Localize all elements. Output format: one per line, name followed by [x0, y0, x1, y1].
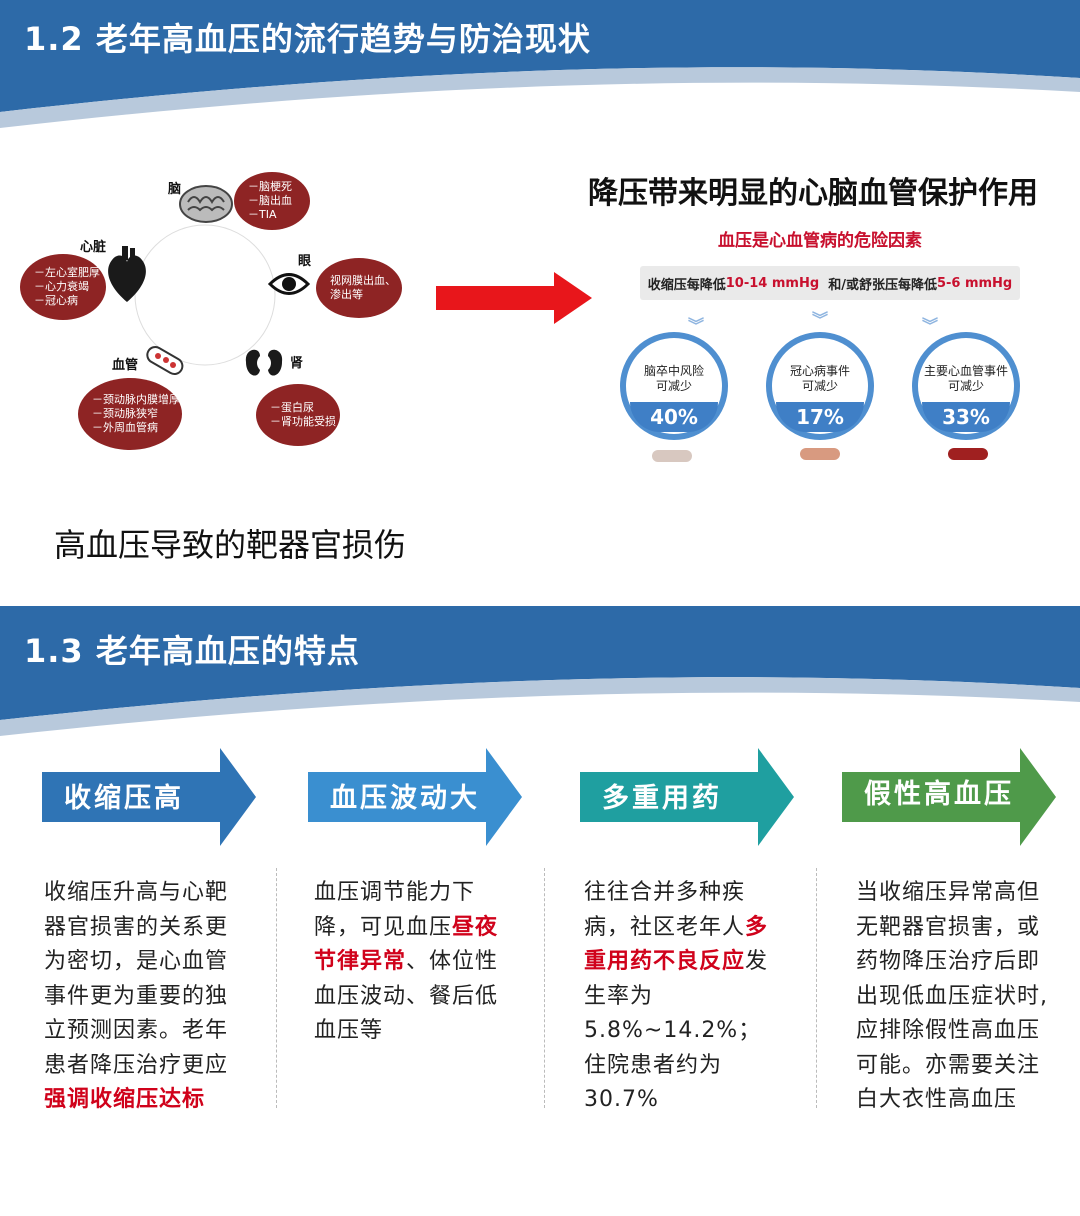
brain-thumbnail-icon	[652, 450, 692, 462]
column-divider	[544, 868, 545, 1108]
panel-subtitle: 血压是心血管病的危险因素	[718, 231, 922, 251]
risk-ring-stroke: 脑卒中风险可减少 40%	[620, 332, 728, 440]
feature-arrow-polypharmacy: 多重用药	[580, 748, 794, 846]
chevron-down-icon: ︾	[812, 310, 829, 329]
chevron-down-icon: ︾	[688, 316, 705, 335]
risk-ring-chd: 冠心病事件可减少 17%	[766, 332, 874, 440]
bubble-brain: －脑梗死 －脑出血 －TIA	[234, 172, 310, 230]
risk-pct: 17%	[776, 402, 864, 432]
feature-arrow-pseudo: 假性高血压	[842, 748, 1056, 846]
section-title-1-3: 1.3 老年高血压的特点	[24, 632, 360, 670]
kidney-icon	[242, 344, 286, 387]
bp-reduction-bar: 收缩压每降低 10-14 mmHg 和/或舒张压每降低 5-6 mmHg	[640, 266, 1020, 300]
heart-icon	[104, 246, 150, 311]
feature-text-polypharmacy: 往往合并多种疾病，社区老年人多重用药不良反应发生率为5.8%~14.2%；住院患…	[584, 880, 769, 1112]
brain-icon	[178, 184, 234, 231]
heart-thumbnail-icon	[800, 448, 840, 460]
section-title-1-2: 1.2 老年高血压的流行趋势与防治现状	[24, 20, 591, 58]
vessel-thumbnail-icon	[948, 448, 988, 460]
organ-label-kidney: 肾	[290, 356, 304, 371]
chevron-down-icon: ︾	[922, 316, 939, 335]
organ-label-brain: 脑	[168, 182, 182, 197]
organ-label-eye: 眼	[298, 254, 312, 269]
bubble-vessel: －颈动脉内膜增厚 －颈动脉狭窄 －外周血管病	[78, 378, 182, 450]
organ-label-vessel: 血管	[112, 358, 139, 373]
risk-ring-mace: 主要心血管事件可减少 33%	[912, 332, 1020, 440]
organ-diagram-caption: 高血压导致的靶器官损伤	[54, 526, 407, 564]
organ-label-heart: 心脏	[80, 240, 107, 255]
red-arrow-icon	[436, 272, 592, 324]
feature-arrow-systolic: 收缩压高	[42, 748, 256, 846]
section-banner-2: 1.3 老年高血压的特点	[0, 606, 1080, 736]
bubble-eye: 视网膜出血、 渗出等	[316, 258, 402, 318]
column-divider	[816, 868, 817, 1108]
eye-icon	[267, 266, 311, 306]
panel-title: 降压带来明显的心脑血管保护作用	[588, 176, 1038, 211]
risk-pct: 33%	[922, 402, 1010, 432]
feature-text-systolic: 收缩压升高与心靶器官损害的关系更为密切，是心血管事件更为重要的独立预测因素。老年…	[44, 880, 229, 1112]
bubble-kidney: －蛋白尿 －肾功能受损	[256, 384, 340, 446]
feature-text-fluctuation: 血压调节能力下降，可见血压昼夜节律异常、体位性血压波动、餐后低血压等	[314, 880, 499, 1043]
risk-pct: 40%	[630, 402, 718, 432]
organ-circle	[134, 224, 276, 366]
section-banner-1: 1.2 老年高血压的流行趋势与防治现状	[0, 0, 1080, 130]
feature-arrow-fluctuation: 血压波动大	[308, 748, 522, 846]
bubble-heart: －左心室肥厚 －心力衰竭 －冠心病	[20, 254, 106, 320]
blood-vessel-icon	[142, 340, 186, 387]
feature-text-pseudo: 当收缩压异常高但无靶器官损害，或药物降压治疗后即出现低血压症状时,应排除假性高血…	[856, 880, 1048, 1112]
column-divider	[276, 868, 277, 1108]
